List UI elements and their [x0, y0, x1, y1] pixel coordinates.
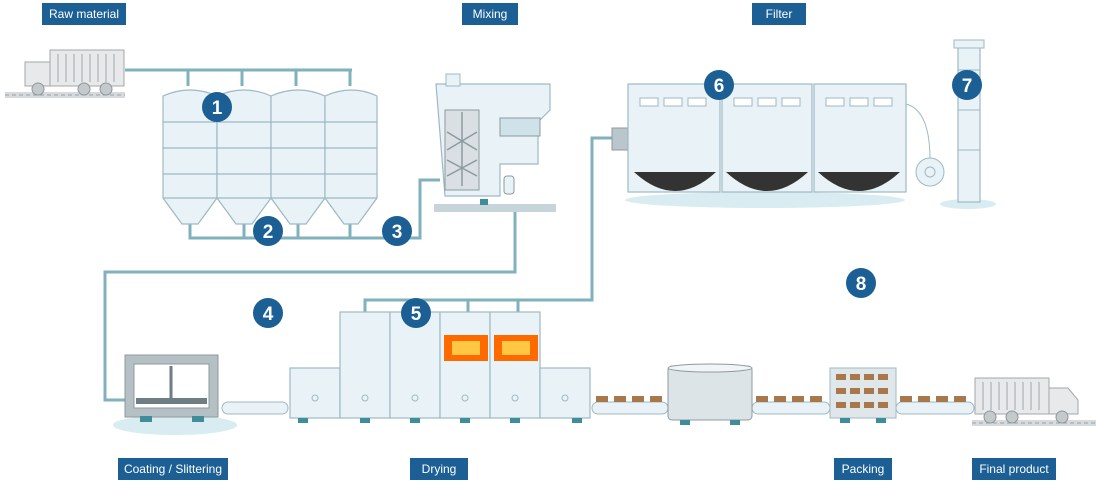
stack: [940, 39, 996, 209]
dryer: [289, 311, 591, 423]
svg-text:5: 5: [411, 304, 422, 325]
svg-text:3: 3: [392, 222, 403, 243]
pipe-mixer-to-coating: [103, 205, 517, 402]
badge-7: 7: [952, 70, 982, 100]
badge-1: 1: [202, 92, 232, 122]
conveyors: [221, 401, 975, 415]
silo-1: [162, 89, 218, 225]
pipe-silos-bottom: [188, 178, 440, 240]
coating-machine: [113, 354, 237, 435]
svg-text:2: 2: [263, 222, 274, 243]
badge-3: 3: [382, 216, 412, 246]
label-coating-slittering: Coating / Slittering: [118, 458, 228, 480]
mixer: [434, 73, 556, 212]
svg-text:4: 4: [263, 304, 274, 325]
label-final-product: Final product: [972, 458, 1056, 480]
label-drying: Drying: [410, 458, 468, 480]
label-mixing: Mixing: [462, 3, 518, 25]
bag-filter: [611, 83, 945, 208]
raw-material-truck: [5, 49, 125, 98]
silo-3: [270, 89, 326, 225]
silos: [162, 89, 378, 225]
winder-drum: [667, 363, 753, 425]
packing-pallet: [829, 367, 897, 423]
label-filter: Filter: [752, 3, 806, 25]
final-product-truck: [972, 377, 1096, 426]
boxes: [596, 396, 966, 402]
label-raw-material: Raw material: [42, 3, 126, 25]
badge-2: 2: [253, 216, 283, 246]
label-packing: Packing: [834, 458, 892, 480]
svg-text:8: 8: [856, 274, 867, 295]
silo-4: [324, 89, 378, 225]
svg-text:6: 6: [714, 76, 725, 97]
badge-8: 8: [846, 268, 876, 298]
silo-2: [216, 89, 272, 225]
step-badges: 1 2 3 4 5 6 7 8: [202, 70, 982, 328]
badge-5: 5: [401, 298, 431, 328]
svg-text:7: 7: [962, 76, 973, 97]
badge-4: 4: [253, 298, 283, 328]
badge-6: 6: [704, 70, 734, 100]
svg-text:1: 1: [212, 98, 223, 119]
pipe-truck-to-silos: [125, 68, 352, 86]
